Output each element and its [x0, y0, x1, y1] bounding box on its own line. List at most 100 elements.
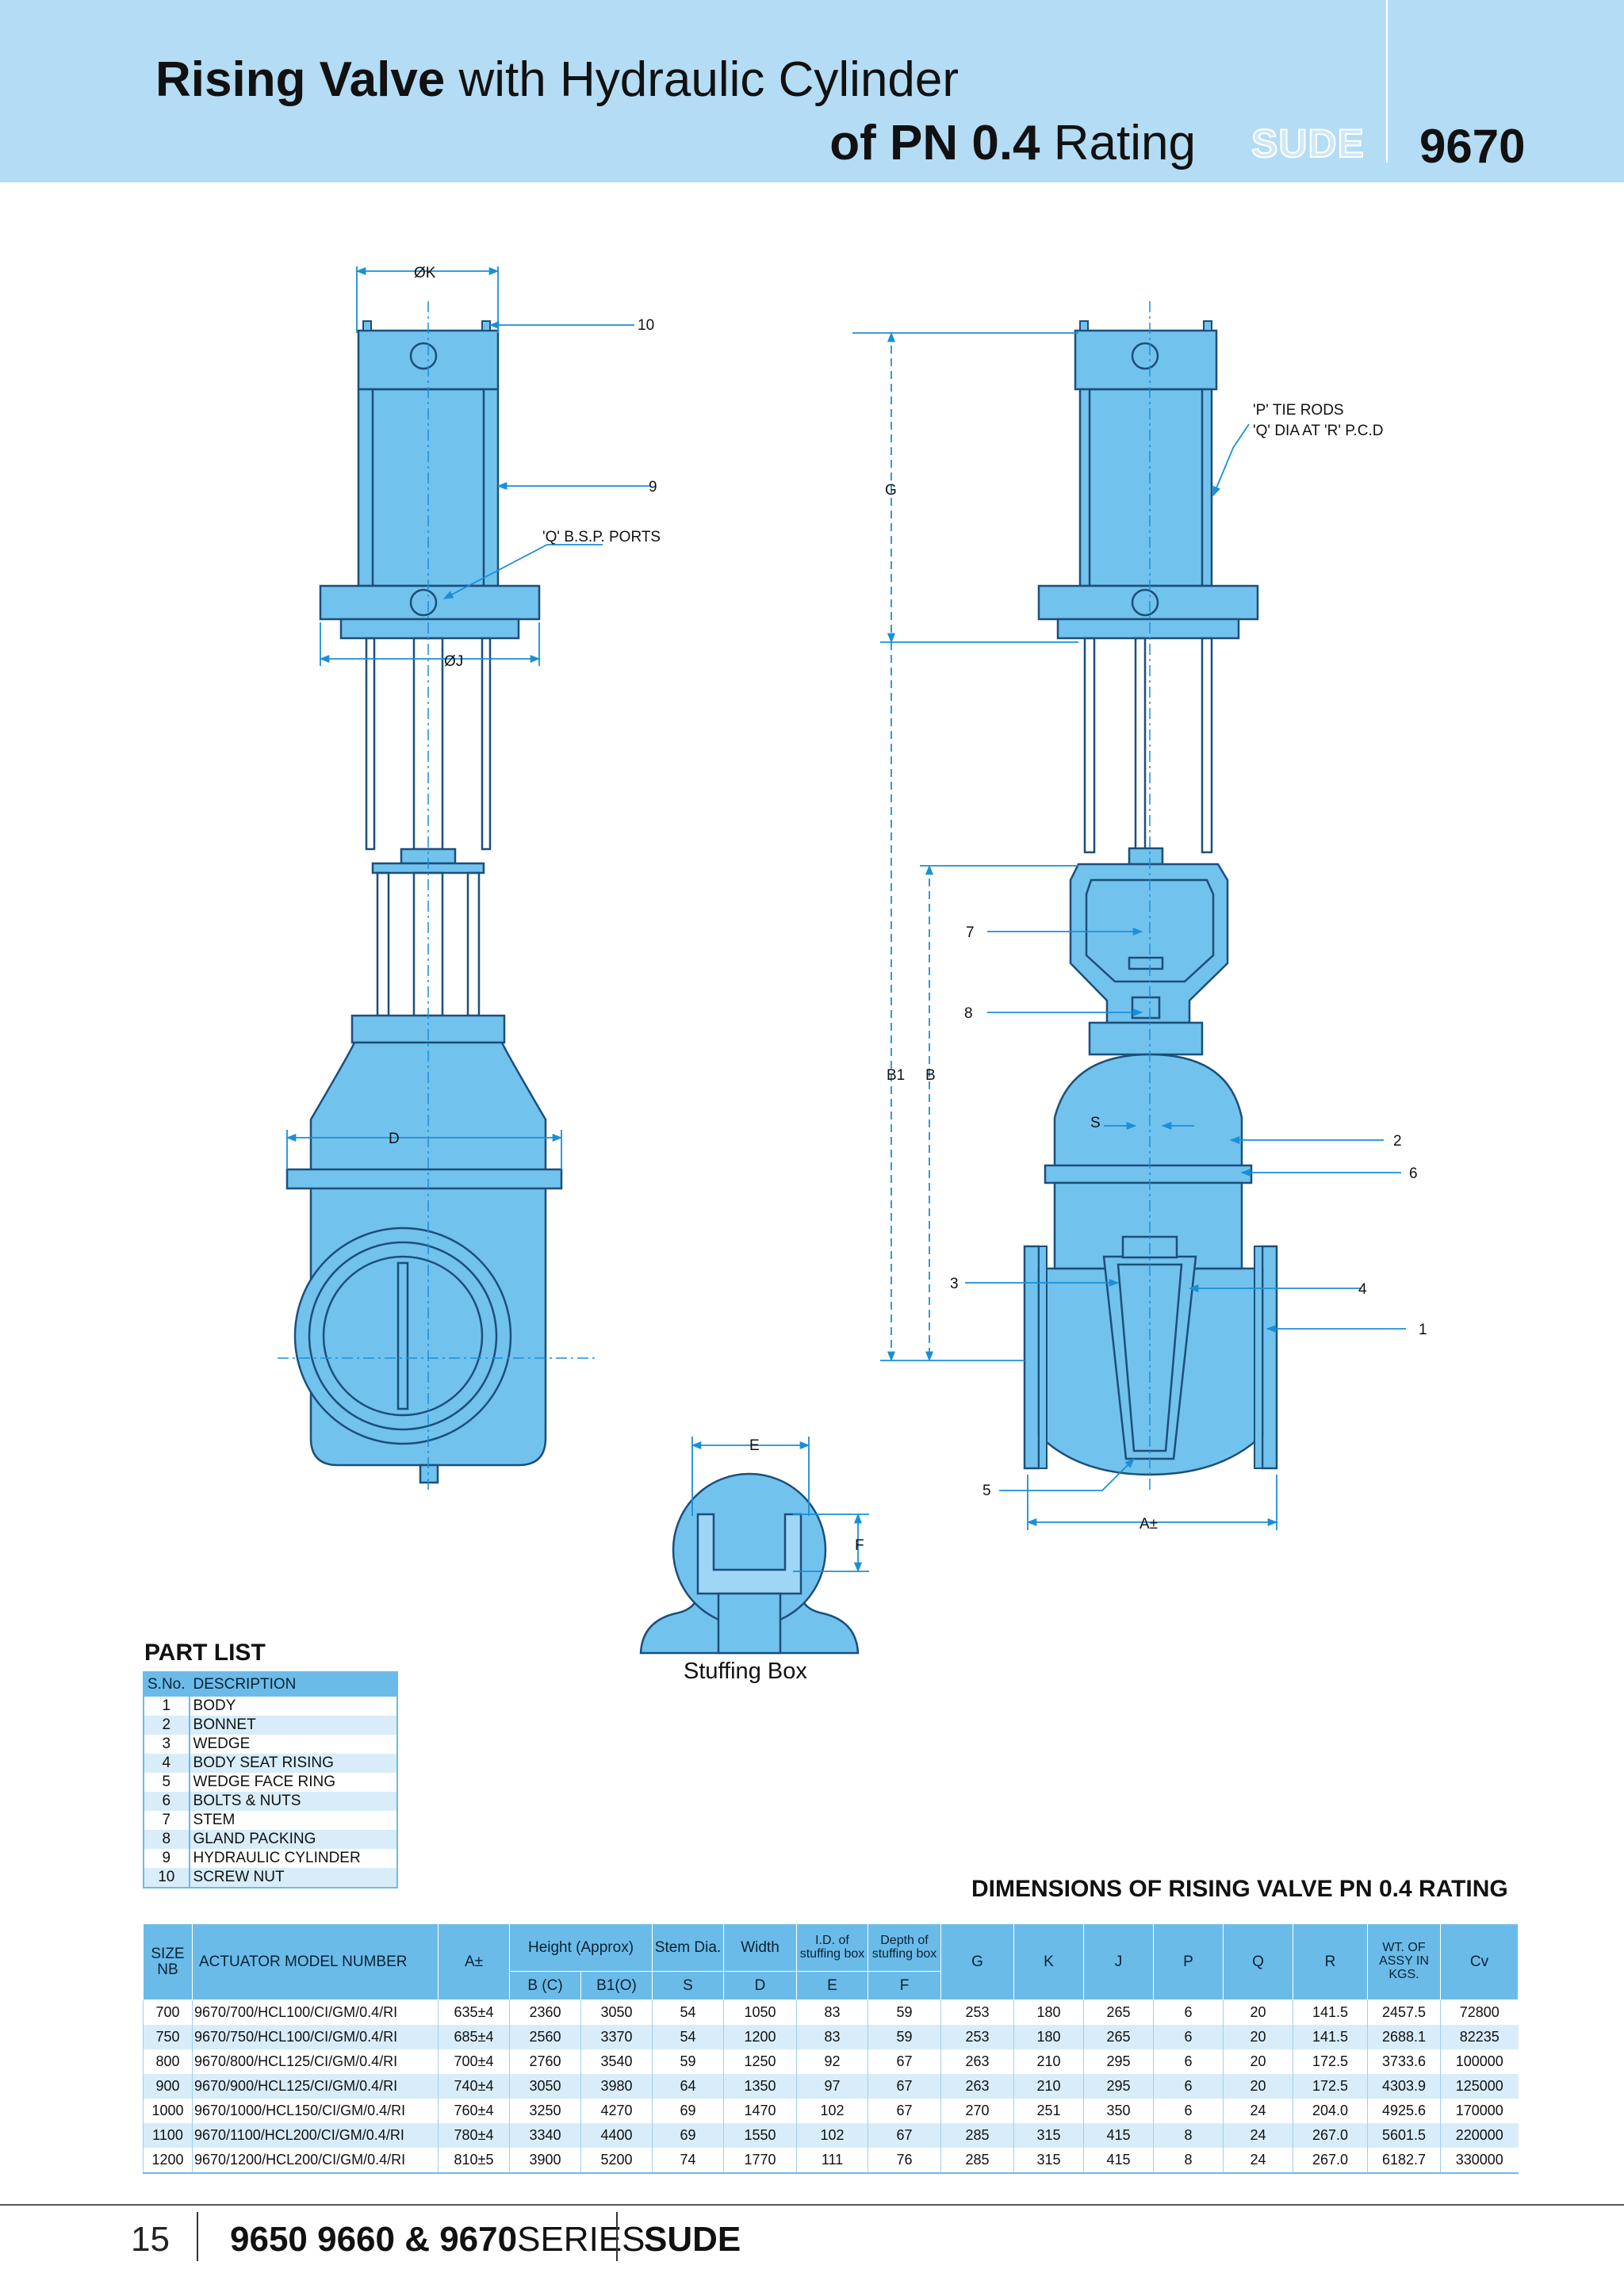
- cell-d: 1200: [723, 2025, 797, 2049]
- label-dim-d: D: [389, 1131, 400, 1147]
- cell-size: 800: [143, 2049, 193, 2074]
- cell-b: 3900: [509, 2148, 581, 2174]
- footer-brand: SUDE: [644, 2220, 741, 2259]
- cell-d: 1470: [723, 2099, 797, 2123]
- cell-model: 9670/900/HCL125/CI/GM/0.4/RI: [192, 2074, 439, 2099]
- cell-cv: 330000: [1440, 2148, 1519, 2174]
- col-k: K: [1013, 1923, 1084, 2000]
- cell-j: 265: [1083, 2025, 1154, 2049]
- part-description: GLAND PACKING: [189, 1830, 397, 1849]
- cell-e: 83: [796, 2025, 868, 2049]
- cell-g: 285: [940, 2123, 1014, 2148]
- part-number: 3: [144, 1735, 190, 1754]
- cell-a: 810±5: [438, 2148, 510, 2174]
- cell-s: 54: [652, 2025, 724, 2049]
- cell-k: 210: [1013, 2049, 1084, 2074]
- col-depth-stuffing: Depth of stuffing box: [868, 1923, 941, 1972]
- cell-weight: 4303.9: [1367, 2074, 1441, 2099]
- cell-r: 267.0: [1293, 2123, 1368, 2148]
- cell-d: 1550: [723, 2123, 797, 2148]
- label-item-9: 9: [649, 479, 657, 496]
- cell-b: 3340: [509, 2123, 581, 2148]
- cell-f: 67: [868, 2074, 941, 2099]
- cell-s: 69: [652, 2123, 724, 2148]
- dimensions-table: SIZE NB ACTUATOR MODEL NUMBER A± Height …: [143, 1923, 1519, 2174]
- part-number: 2: [144, 1716, 190, 1735]
- cell-cv: 220000: [1440, 2123, 1519, 2148]
- part-description: WEDGE FACE RING: [193, 1774, 335, 1790]
- cell-b: 3250: [509, 2099, 581, 2123]
- label-item-5: 5: [982, 1483, 991, 1499]
- cell-p: 6: [1153, 2074, 1224, 2099]
- cell-a: 740±4: [438, 2074, 510, 2099]
- label-item-4: 4: [1358, 1281, 1367, 1298]
- page-header: Rising Valve with Hydraulic Cylinder of …: [0, 0, 1624, 182]
- footer-divider: [197, 2212, 198, 2261]
- part-description: BODY SEAT RISING: [189, 1754, 397, 1773]
- front-view: [285, 329, 563, 1484]
- cell-j: 295: [1083, 2049, 1154, 2074]
- col-p: P: [1153, 1923, 1224, 2000]
- col-id-stuffing: I.D. of stuffing box: [796, 1923, 868, 1972]
- cell-b1: 3050: [580, 1999, 653, 2025]
- cell-f: 59: [868, 1999, 941, 2025]
- col-g: G: [940, 1923, 1014, 2000]
- cell-f: 67: [868, 2123, 941, 2148]
- part-header-sno: S.No.: [144, 1672, 190, 1697]
- cell-s: 54: [652, 1999, 724, 2025]
- cell-f: 67: [868, 2049, 941, 2074]
- cell-b1: 4270: [580, 2099, 653, 2123]
- label-item-10: 10: [638, 317, 654, 334]
- cell-model: 9670/1000/HCL150/CI/GM/0.4/RI: [192, 2099, 439, 2123]
- cell-f: 67: [868, 2099, 941, 2123]
- cell-size: 1200: [143, 2148, 193, 2174]
- col-stem: Stem Dia.: [652, 1923, 724, 1972]
- cell-j: 265: [1083, 1999, 1154, 2025]
- cell-a: 635±4: [438, 1999, 510, 2025]
- col-q: Q: [1223, 1923, 1293, 2000]
- cell-k: 251: [1013, 2099, 1084, 2123]
- cell-k: 210: [1013, 2074, 1084, 2099]
- cell-p: 6: [1153, 2099, 1224, 2123]
- cell-q: 20: [1223, 2049, 1293, 2074]
- col-model: ACTUATOR MODEL NUMBER: [192, 1923, 439, 2000]
- cell-model: 9670/750/HCL100/CI/GM/0.4/RI: [192, 2025, 439, 2049]
- cell-p: 6: [1153, 1999, 1224, 2025]
- cell-model: 9670/700/HCL100/CI/GM/0.4/RI: [192, 1999, 439, 2025]
- col-weight: WT. OF ASSY IN KGS.: [1367, 1923, 1441, 2000]
- cell-d: 1050: [723, 1999, 797, 2025]
- cell-cv: 170000: [1440, 2099, 1519, 2123]
- col-b: B (C): [509, 1971, 581, 2000]
- cell-model: 9670/1200/HCL200/CI/GM/0.4/RI: [192, 2148, 439, 2174]
- cell-size: 1100: [143, 2123, 193, 2148]
- cell-b: 2560: [509, 2025, 581, 2049]
- label-dim-a: A±: [1139, 1516, 1158, 1533]
- col-b1: B1(O): [580, 1971, 653, 2000]
- label-item-8: 8: [964, 1005, 973, 1022]
- cell-model: 9670/800/HCL125/CI/GM/0.4/RI: [192, 2049, 439, 2074]
- cell-size: 750: [143, 2025, 193, 2049]
- cell-j: 415: [1083, 2123, 1154, 2148]
- col-f: F: [868, 1971, 941, 2000]
- col-width: Width: [723, 1923, 797, 1972]
- cell-size: 1000: [143, 2099, 193, 2123]
- cell-g: 253: [940, 1999, 1014, 2025]
- label-tie-rods-1: 'P' TIE RODS: [1253, 402, 1344, 419]
- part-description: BOLTS & NUTS: [189, 1792, 397, 1811]
- header-divider: [1386, 0, 1388, 163]
- label-tie-rods-2: 'Q' DIA AT 'R' P.C.D: [1253, 423, 1383, 439]
- cell-p: 6: [1153, 2025, 1224, 2049]
- cell-r: 267.0: [1293, 2148, 1368, 2174]
- cell-b1: 4400: [580, 2123, 653, 2148]
- cell-p: 8: [1153, 2123, 1224, 2148]
